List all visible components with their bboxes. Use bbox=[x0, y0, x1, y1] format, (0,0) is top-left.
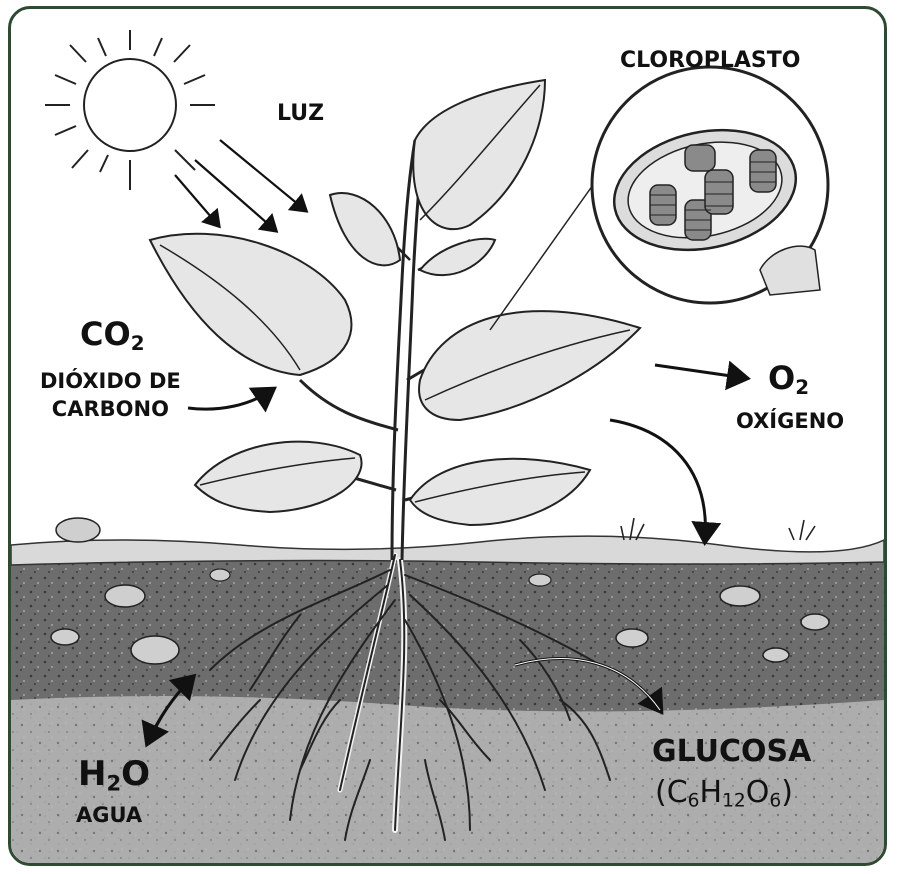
label-o2-formula: O2 bbox=[768, 362, 809, 398]
label-luz: LUZ bbox=[277, 103, 324, 125]
leaf-upper-left bbox=[150, 234, 351, 375]
glucose-down-arrow bbox=[610, 420, 705, 540]
label-glucosa-name: GLUCOSA bbox=[652, 737, 811, 767]
label-h2o-name: AGUA bbox=[76, 805, 142, 826]
label-glucosa-formula: (C6H12O6) bbox=[655, 778, 793, 811]
label-co2-formula: CO2 bbox=[80, 318, 144, 354]
leaf-right bbox=[419, 311, 640, 420]
leaf-small-left bbox=[330, 193, 400, 265]
label-co2-name: DIÓXIDO DE CARBONO bbox=[40, 367, 181, 424]
sun-icon bbox=[45, 30, 215, 190]
label-o2-name: OXÍGENO bbox=[736, 411, 844, 432]
co2-arrow bbox=[188, 390, 272, 409]
o2-arrow bbox=[655, 365, 745, 378]
label-h2o-formula: H2O bbox=[78, 757, 150, 793]
label-cloroplasto: CLOROPLASTO bbox=[620, 50, 800, 72]
leaf-lower-right bbox=[410, 459, 590, 525]
leaf-small-right bbox=[420, 239, 495, 275]
light-arrows bbox=[175, 140, 305, 230]
leaf-lower-left bbox=[195, 442, 362, 512]
